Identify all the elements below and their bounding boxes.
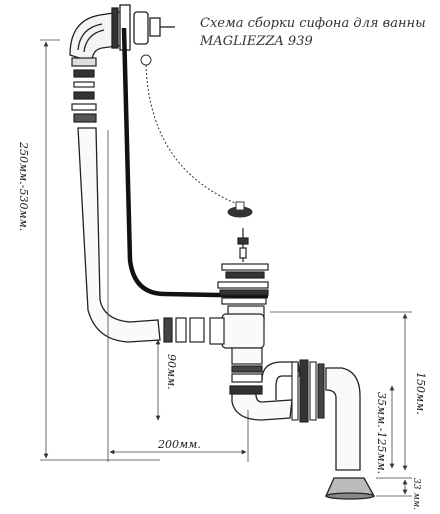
dimension-lines bbox=[40, 39, 412, 497]
dim-adjust: 35мм.-125мм. bbox=[375, 392, 388, 474]
overflow-fittings bbox=[71, 57, 97, 123]
drain-screw bbox=[237, 228, 249, 262]
diagram-model: MAGLIEZZA 939 bbox=[200, 34, 313, 49]
control-cable bbox=[121, 27, 269, 299]
drain-body bbox=[209, 305, 265, 365]
plug-chain bbox=[140, 54, 253, 218]
lower-fittings bbox=[229, 365, 263, 395]
overflow-hose bbox=[77, 127, 161, 343]
dim-drop: 90мм. bbox=[165, 354, 178, 390]
diagram-title: Схема сборки сифона для ванны bbox=[200, 16, 426, 31]
trap-nuts bbox=[291, 359, 325, 423]
dim-bottom: 33 мм. bbox=[411, 478, 421, 510]
dim-height-total: 250мм.-530мм. bbox=[17, 141, 30, 231]
dim-overall: 150мм. bbox=[414, 372, 427, 415]
drain-flange bbox=[217, 263, 269, 305]
outlet-cap bbox=[324, 477, 376, 500]
connector-rings bbox=[163, 317, 205, 343]
outlet-pipe bbox=[325, 367, 361, 471]
dim-horizontal: 200мм. bbox=[157, 438, 201, 451]
